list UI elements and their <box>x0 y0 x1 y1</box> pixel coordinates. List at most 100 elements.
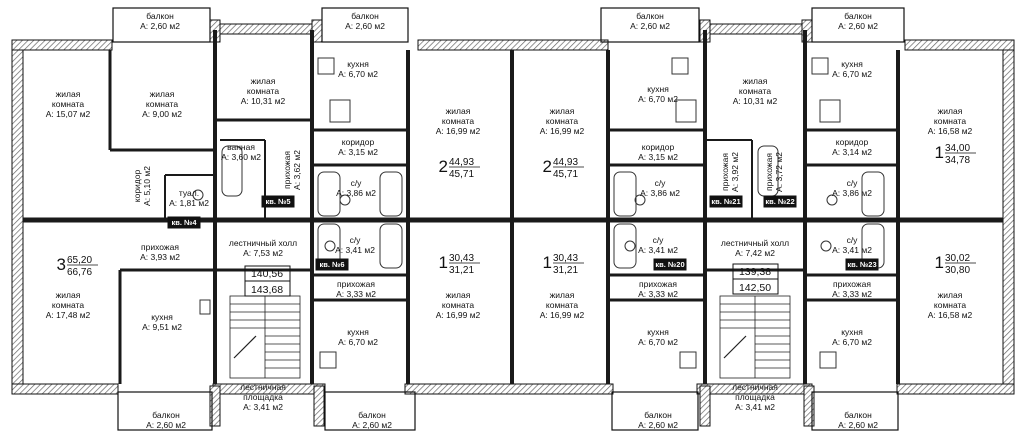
room-label-line: прихожая <box>764 153 774 191</box>
room-label-line: комната <box>934 116 966 126</box>
hall-total-a-ht1: 140,56 <box>251 268 283 280</box>
room-label-line: туал. <box>179 188 199 198</box>
room-label-line: лестничная <box>240 382 286 392</box>
apartment-area-total: 31,21 <box>449 265 474 276</box>
room-label-line: А: 16,99 м2 <box>540 126 585 136</box>
apartment-room-count: 1 <box>543 253 552 272</box>
room-label-line: А: 2,60 м2 <box>345 21 385 31</box>
room-label-line: балкон <box>152 410 180 420</box>
room-label-line: А: 7,53 м2 <box>243 248 283 258</box>
room-label-line: жилая <box>446 106 471 116</box>
room-label-line: кухня <box>647 84 669 94</box>
apartment-tag-label: кв. №4 <box>171 218 197 227</box>
room-label-line: балкон <box>636 11 664 21</box>
room-label-line: с/у <box>655 178 667 188</box>
room-label-line: ванная <box>227 142 255 152</box>
room-label-line: А: 16,58 м2 <box>928 126 973 136</box>
apartment-area-total: 45,71 <box>553 169 578 180</box>
room-label-pr3: прихожаяА: 3,72 м2 <box>764 152 784 192</box>
hall-total-b-ht1: 143,68 <box>251 284 283 296</box>
room-label-line: с/у <box>847 235 859 245</box>
apartment-area-living: 30,43 <box>449 253 474 264</box>
room-label-line: А: 3,86 м2 <box>336 188 376 198</box>
room-label-line: А: 7,42 м2 <box>735 248 775 258</box>
room-label-pr2: прихожаяА: 3,92 м2 <box>720 152 740 192</box>
apartment-tag-kv4: кв. №4 <box>167 216 201 229</box>
room-label-line: А: 2,60 м2 <box>838 21 878 31</box>
room-label-line: комната <box>52 99 84 109</box>
room-label-line: А: 5,10 м2 <box>142 166 152 206</box>
room-label-line: А: 3,41 м2 <box>638 245 678 255</box>
room-label-line: жилая <box>550 106 575 116</box>
apartment-tag-bg <box>315 258 349 271</box>
apartment-room-count: 1 <box>935 143 944 162</box>
room-label-line: жилая <box>251 76 276 86</box>
apartment-tag-bg <box>653 258 687 271</box>
apartment-room-count: 2 <box>543 157 552 176</box>
apartment-room-count: 2 <box>439 157 448 176</box>
room-label-line: А: 3,33 м2 <box>832 289 872 299</box>
room-label-line: коридор <box>342 137 375 147</box>
room-label-line: прихожая <box>639 279 677 289</box>
room-label-line: лестничная <box>732 382 778 392</box>
room-label-line: с/у <box>351 178 363 188</box>
room-label-line: лестничный холл <box>229 238 297 248</box>
apartment-area-living: 34,00 <box>945 143 970 154</box>
room-label-line: А: 6,70 м2 <box>338 69 378 79</box>
room-label-line: А: 2,60 м2 <box>638 420 678 430</box>
room-label-line: А: 2,60 м2 <box>630 21 670 31</box>
room-label-line: А: 1,81 м2 <box>169 198 209 208</box>
room-label-line: А: 2,60 м2 <box>140 21 180 31</box>
room-label-tual: туал.А: 1,81 м2 <box>169 188 209 208</box>
room-label-line: коридор <box>132 170 142 203</box>
staircase-left <box>229 295 301 379</box>
apartment-area-living: 44,93 <box>553 157 578 168</box>
room-label-line: комната <box>247 86 279 96</box>
apartment-area-living: 65,20 <box>67 255 92 266</box>
apartment-tag-bg <box>167 216 201 229</box>
room-label-line: прихожая <box>833 279 871 289</box>
room-label-line: А: 3,15 м2 <box>338 147 378 157</box>
room-label-line: жилая <box>938 106 963 116</box>
apartment-tag-kv21: кв. №21 <box>709 195 743 208</box>
room-label-line: А: 3,15 м2 <box>638 152 678 162</box>
apartment-area-total: 45,71 <box>449 169 474 180</box>
exterior-walls <box>11 19 1015 427</box>
room-label-line: кухня <box>841 59 863 69</box>
room-label-line: балкон <box>844 11 872 21</box>
room-label-line: А: 3,14 м2 <box>832 147 872 157</box>
apartment-tag-label: кв. №20 <box>655 260 684 269</box>
room-label-line: А: 16,99 м2 <box>436 126 481 136</box>
interior-walls <box>23 30 1003 384</box>
room-label-line: А: 3,92 м2 <box>730 152 740 192</box>
room-label-line: жилая <box>56 89 81 99</box>
room-label-line: балкон <box>644 410 672 420</box>
room-label-line: А: 3,41 м2 <box>335 245 375 255</box>
apartment-tag-label: кв. №23 <box>847 260 876 269</box>
